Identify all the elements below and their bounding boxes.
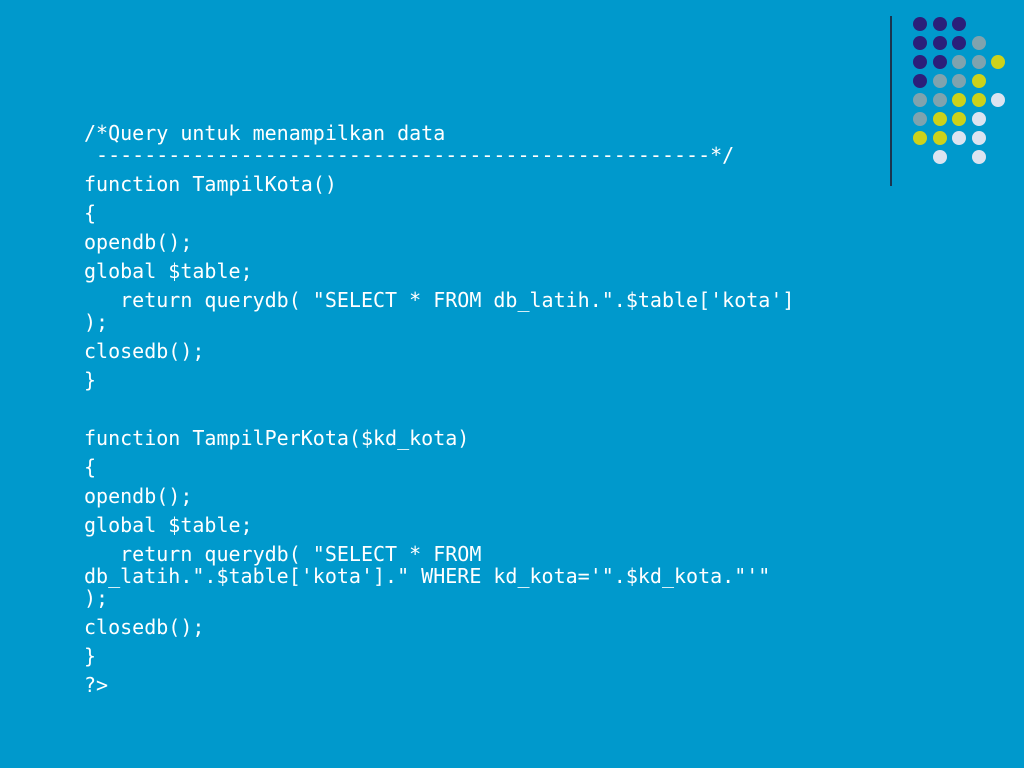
dot-light — [932, 150, 947, 164]
code-line: closedb(); — [84, 339, 205, 363]
dot-gray — [971, 55, 986, 69]
dot-gray — [913, 112, 927, 126]
dot-yellow — [932, 131, 947, 145]
code-line: opendb(); — [84, 230, 193, 254]
code-line: function TampilKota() — [84, 172, 337, 196]
dot-yellow — [991, 55, 1005, 69]
dot-gray — [932, 74, 947, 88]
dot-gray — [971, 36, 986, 50]
dot-purple — [952, 17, 966, 31]
dot-gray — [952, 74, 966, 88]
dot-gray — [932, 93, 947, 107]
dot-gray — [913, 93, 927, 107]
decorative-dot-grid — [0, 0, 1024, 200]
dot-yellow — [932, 112, 947, 126]
code-line: closedb(); — [84, 615, 205, 639]
code-line: /*Query untuk menampilkan data — [84, 121, 446, 145]
dot-purple — [932, 36, 947, 50]
dot-yellow — [971, 93, 986, 107]
code-line: return querydb( "SELECT * FROM — [84, 542, 482, 566]
vertical-divider — [890, 16, 892, 186]
dot-purple — [913, 55, 927, 69]
code-line: } — [84, 644, 97, 668]
code-line: } — [84, 368, 97, 392]
dot-purple — [932, 55, 947, 69]
code-line: db_latih.".$table['kota']." WHERE kd_kot… — [84, 564, 771, 588]
code-line: global $table; — [84, 513, 253, 537]
dot-light — [991, 93, 1005, 107]
code-line: ?> — [84, 673, 109, 697]
dot-yellow — [952, 112, 966, 126]
code-line: { — [84, 201, 97, 225]
code-line: opendb(); — [84, 484, 193, 508]
dot-purple — [932, 17, 947, 31]
dot-yellow — [913, 131, 927, 145]
dot-light — [971, 150, 986, 164]
code-line: ); — [84, 310, 109, 334]
code-line: ); — [84, 586, 109, 610]
dot-light — [971, 112, 986, 126]
dot-gray — [952, 55, 966, 69]
dot-yellow — [952, 93, 966, 107]
dot-light — [971, 131, 986, 145]
code-line — [84, 398, 964, 420]
dot-purple — [913, 74, 927, 88]
code-line: global $table; — [84, 259, 253, 283]
code-line: return querydb( "SELECT * FROM db_latih.… — [84, 288, 795, 312]
dot-purple — [913, 36, 927, 50]
dot-yellow — [971, 74, 986, 88]
code-line: { — [84, 455, 97, 479]
dot-purple — [913, 17, 927, 31]
code-line: ----------------------------------------… — [84, 143, 735, 167]
dot-light — [952, 131, 966, 145]
code-line: function TampilPerKota($kd_kota) — [84, 426, 470, 450]
code-listing: /*Query untuk menampilkan data ---------… — [84, 122, 964, 696]
dot-purple — [952, 36, 966, 50]
